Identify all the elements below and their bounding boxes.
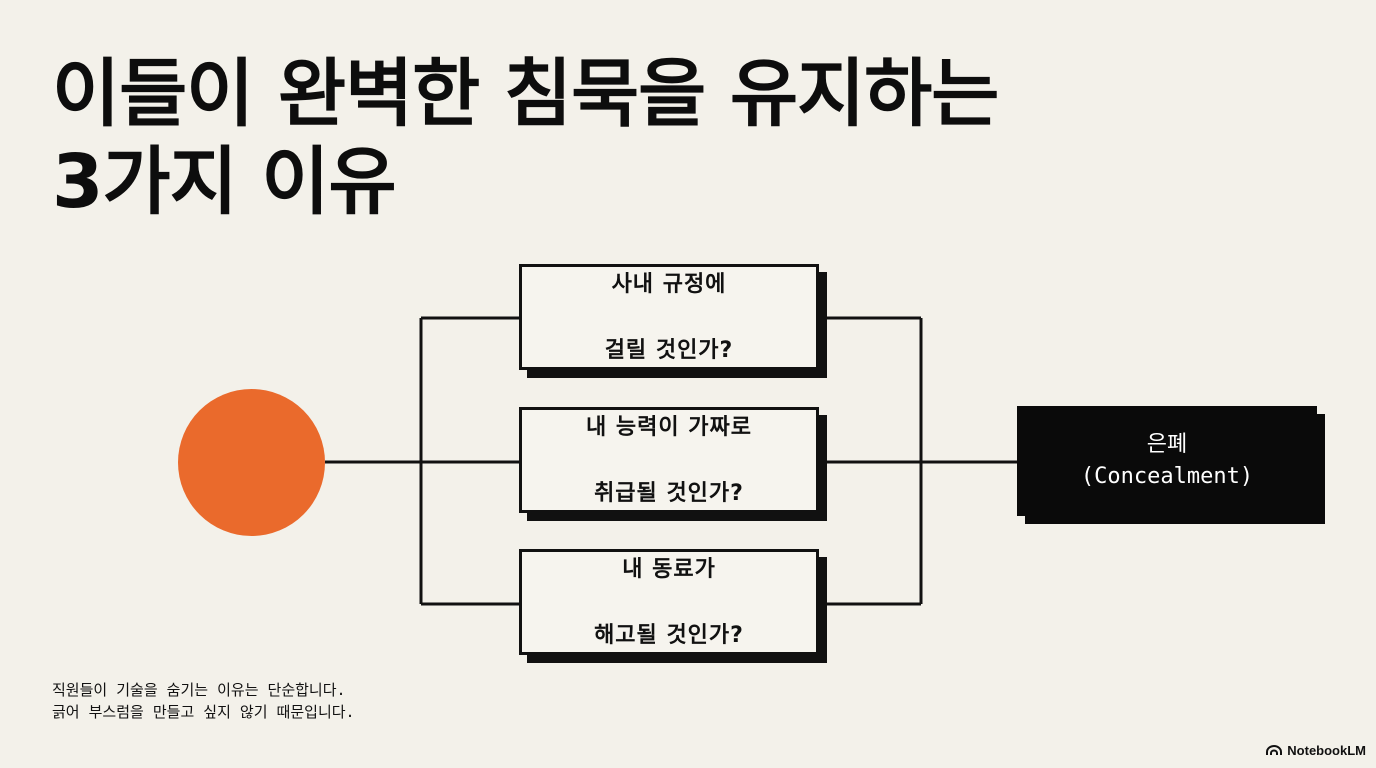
notebooklm-logo-icon	[1266, 745, 1283, 755]
footnote: 직원들이 기술을 숨기는 이유는 단순합니다. 긁어 부스럼을 만들고 싶지 않…	[52, 679, 355, 723]
question-line-2: 해고될 것인가?	[594, 622, 744, 648]
question-line-2: 걸릴 것인가?	[604, 337, 734, 363]
result-box-concealment: 은폐 (Concealment)	[1017, 406, 1317, 516]
footnote-line-2: 긁어 부스럼을 만들고 싶지 않기 때문입니다.	[52, 703, 355, 721]
question-box-ability: 내 능력이 가짜로 취급될 것인가?	[519, 407, 819, 513]
brand-watermark: NotebookLM	[1266, 743, 1366, 758]
start-node-circle	[178, 389, 325, 536]
page-title-line-2: 3가지 이유	[52, 139, 397, 225]
result-label-korean: 은폐	[1146, 432, 1188, 457]
question-box-colleague: 내 동료가 해고될 것인가?	[519, 549, 819, 655]
question-line-1: 내 동료가	[622, 556, 716, 582]
question-line-2: 취급될 것인가?	[594, 480, 744, 506]
page-title-line-1: 이들이 완벽한 침묵을 유지하는	[52, 51, 999, 137]
question-line-1: 내 능력이 가짜로	[586, 414, 752, 440]
brand-label: NotebookLM	[1287, 743, 1366, 758]
question-text: 내 동료가 해고될 것인가?	[594, 520, 744, 685]
result-label-english: (Concealment)	[1080, 464, 1254, 489]
question-line-1: 사내 규정에	[611, 271, 727, 297]
question-text: 내 능력이 가짜로 취급될 것인가?	[586, 378, 752, 543]
question-text: 사내 규정에 걸릴 것인가?	[605, 235, 734, 400]
question-box-rules: 사내 규정에 걸릴 것인가?	[519, 264, 819, 370]
footnote-line-1: 직원들이 기술을 숨기는 이유는 단순합니다.	[52, 681, 346, 699]
page-title: 이들이 완벽한 침묵을 유지하는 3가지 이유	[52, 50, 999, 226]
